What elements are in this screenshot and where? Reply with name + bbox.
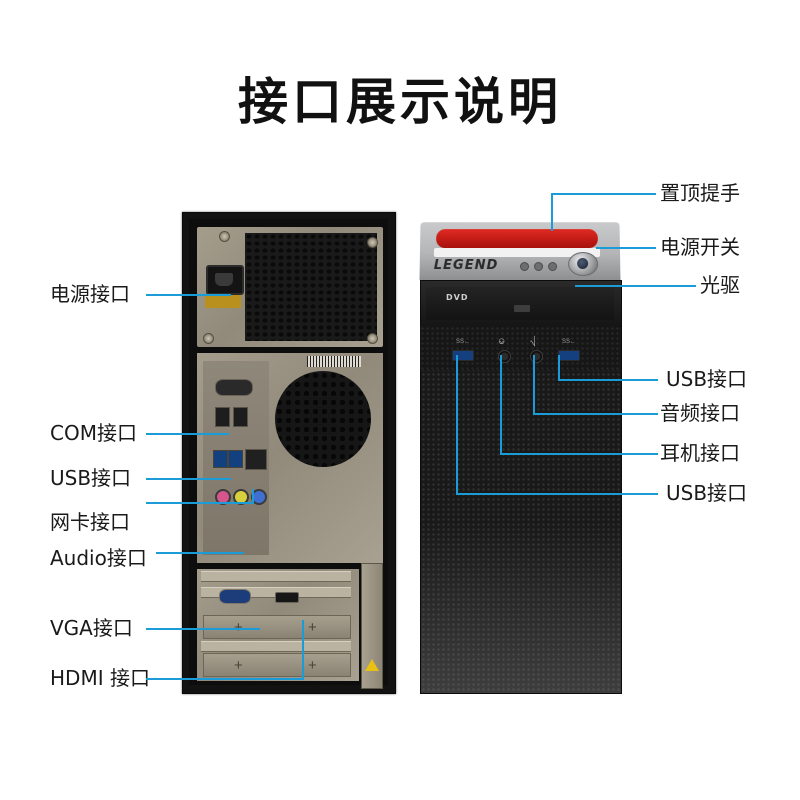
- eject-button[interactable]: [514, 305, 530, 312]
- callout-label-com-port: COM接口: [50, 421, 137, 445]
- leader-line-vga-port: [146, 628, 260, 630]
- usb3-front-port-right: [558, 350, 580, 361]
- usb2-port: [215, 407, 230, 427]
- callout-label-optical-drive: 光驱: [700, 273, 740, 297]
- callout-label-power-connector: 电源接口: [50, 282, 130, 306]
- psu-plate: [197, 227, 383, 347]
- ethernet-lan-port: [245, 449, 267, 470]
- status-led-icon: [548, 261, 558, 272]
- leader-line-top-handle: [551, 193, 656, 195]
- plus-icon: +: [234, 657, 243, 674]
- leader-line-usb-front-lower-riser: [456, 355, 458, 495]
- rear-panel-body: + + + +: [189, 219, 388, 689]
- top-carry-handle: [436, 229, 598, 249]
- slot-cover: [201, 641, 351, 652]
- callout-label-top-handle: 置顶提手: [660, 181, 740, 205]
- callout-label-hdmi-port: HDMI 接口: [50, 666, 150, 690]
- usb-ss-icon: SS←: [456, 339, 471, 345]
- psu-rating-sticker: [205, 295, 241, 308]
- serial-barcode-label: [307, 356, 361, 367]
- leader-line-power-switch: [596, 247, 656, 249]
- audio-jack-mic: [215, 489, 231, 505]
- tower-front-view: LEGEND DVD SS← ⎉ ⎷ SS←: [419, 222, 622, 694]
- leader-line-hdmi-riser: [302, 620, 304, 680]
- power-connector-port: [206, 265, 244, 295]
- audio-jack-line-out: [233, 489, 249, 505]
- leader-line-lan-port-riser: [252, 489, 254, 504]
- status-led-icon: [534, 261, 544, 272]
- microphone-jack-port: [530, 350, 543, 363]
- page-title: 接口展示说明: [238, 73, 562, 131]
- callout-label-vga-port: VGA接口: [50, 616, 133, 640]
- hdmi-port: [275, 592, 299, 603]
- leader-line-usb-front-upper: [558, 379, 658, 381]
- power-switch-button[interactable]: [568, 251, 599, 277]
- plus-icon: +: [308, 619, 317, 636]
- callout-label-usb-rear: USB接口: [50, 466, 132, 490]
- leader-line-usb-front-lower: [456, 493, 658, 495]
- usb3-port: [213, 450, 228, 468]
- slot-cover: [201, 571, 351, 582]
- callout-label-audio-rear: Audio接口: [50, 546, 147, 570]
- rear-io-shield: [203, 361, 269, 555]
- cpu-fan-vent: [275, 371, 371, 467]
- leader-line-power-connector: [146, 294, 231, 296]
- callout-label-usb-front-upper: USB接口: [666, 367, 748, 391]
- brand-logo: LEGEND: [433, 257, 499, 274]
- com-serial-port: [215, 379, 253, 396]
- psu-vent-grille: [245, 233, 377, 341]
- blank-slot-plate: + +: [203, 615, 351, 639]
- headphone-icon: ⎉: [498, 336, 506, 346]
- plus-icon: +: [234, 620, 243, 635]
- leader-line-lan-port: [146, 502, 254, 504]
- usb3-front-port-left: [452, 350, 474, 361]
- expansion-slot-area: + + + +: [197, 569, 359, 681]
- chassis-top-panel: LEGEND: [419, 222, 621, 281]
- tower-rear-view: + + + +: [182, 212, 396, 694]
- leader-line-audio-front: [533, 413, 658, 415]
- blank-slot-plate: + +: [203, 653, 351, 677]
- hdd-led-icon: [520, 261, 530, 272]
- screw-icon: [367, 237, 378, 248]
- leader-line-hdmi-port: [146, 678, 304, 680]
- vga-port: [219, 589, 251, 604]
- callout-label-usb-front-lower: USB接口: [666, 481, 748, 505]
- callout-label-power-switch: 电源开关: [660, 235, 740, 259]
- leader-line-headphone-riser: [500, 355, 502, 455]
- usb-ss-icon: SS←: [562, 339, 577, 345]
- leader-line-top-handle-drop: [551, 193, 553, 231]
- front-mesh-panel: [420, 326, 622, 694]
- callout-label-headphone-jack: 耳机接口: [660, 441, 740, 465]
- plus-icon: +: [308, 657, 317, 674]
- leader-line-optical-drive: [575, 285, 696, 287]
- leader-line-audio-rear: [156, 552, 244, 554]
- dvd-label: DVD: [446, 293, 469, 302]
- screw-icon: [219, 231, 230, 242]
- leader-line-headphone-jack: [500, 453, 658, 455]
- screw-icon: [367, 333, 378, 344]
- warning-triangle-icon: [365, 659, 379, 671]
- callout-label-lan-port: 网卡接口: [50, 510, 130, 534]
- usb3-port: [228, 450, 243, 468]
- leader-line-audio-front-riser: [533, 355, 535, 415]
- leader-line-usb-rear: [146, 478, 231, 480]
- optical-drive-face: DVD: [426, 287, 614, 320]
- callout-label-audio-front: 音频接口: [660, 401, 740, 425]
- motherboard-tray: [197, 353, 383, 563]
- front-io-cluster: SS← ⎉ ⎷ SS←: [420, 326, 620, 370]
- leader-line-com-port: [146, 433, 229, 435]
- usb2-port: [233, 407, 248, 427]
- leader-line-usb-front-upper-riser: [558, 355, 560, 381]
- optical-drive-bay: DVD: [420, 280, 622, 328]
- chassis-side-brace: [361, 563, 383, 689]
- screw-icon: [203, 333, 214, 344]
- microphone-icon: ⎷: [530, 336, 536, 346]
